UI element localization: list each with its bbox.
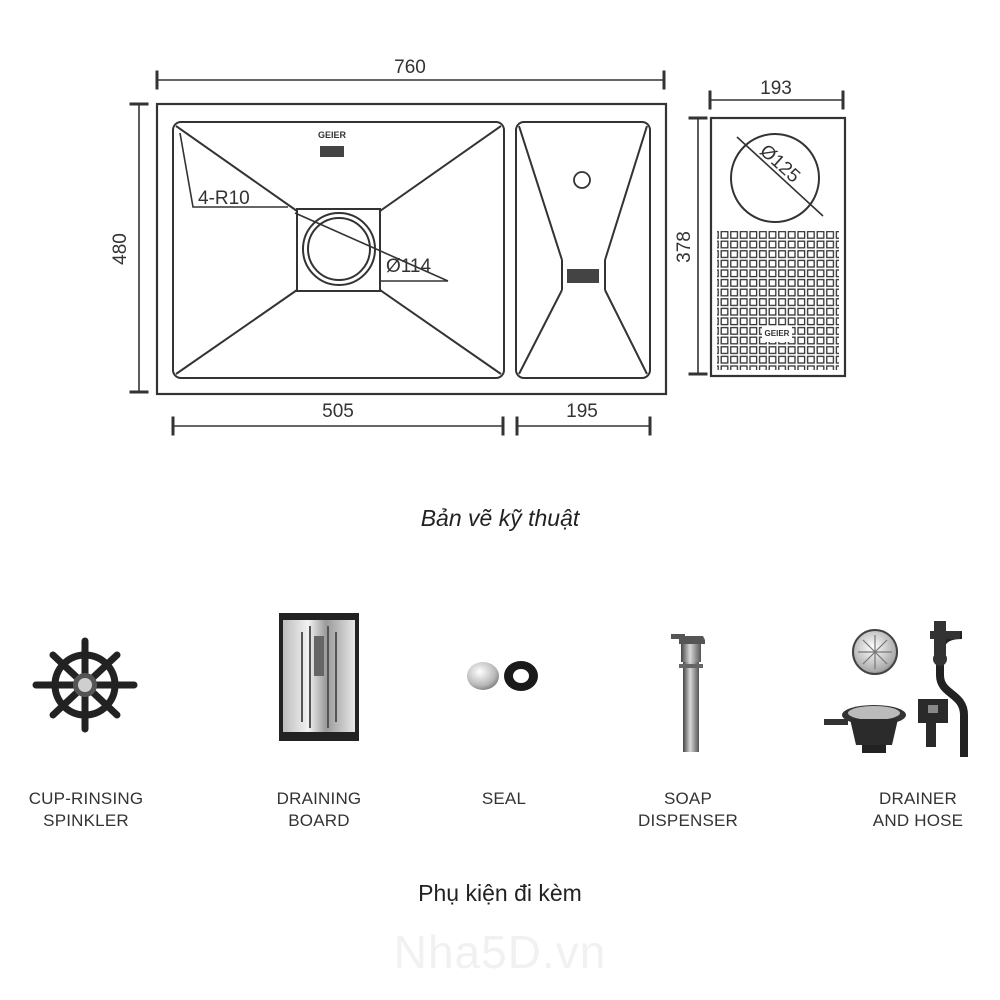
main-bowl-logo: GEIER [318, 130, 347, 157]
main-drain-outer [302, 212, 376, 286]
svg-text:GEIER: GEIER [318, 130, 347, 140]
drawing-caption: Bản vẽ kỹ thuật [420, 505, 580, 531]
dim-board-hole: Ø125 [755, 141, 804, 188]
main-drain-square [296, 208, 381, 292]
drainer-and-hose-icon [824, 621, 968, 757]
dim-378: 378 [674, 231, 695, 263]
main-bowl [172, 121, 505, 379]
main-drain-inner [307, 217, 371, 281]
small-bowl [515, 121, 651, 379]
dim-corner-radius: 4-R10 [198, 188, 250, 209]
dim-195: 195 [566, 401, 598, 422]
dim-drain-diameter: Ø114 [386, 256, 432, 277]
draining-board-icon [279, 613, 359, 741]
accessory-label-seal: SEAL [481, 789, 527, 808]
dim-505: 505 [322, 401, 354, 422]
seal-icon [467, 661, 538, 691]
small-drain-slot [567, 269, 599, 283]
draining-board-drawing: GEIER [709, 116, 847, 378]
dim-193: 193 [760, 78, 792, 99]
accessories-caption: Phụ kiện đi kèm [418, 880, 582, 906]
dim-480: 480 [110, 233, 131, 265]
drain-diameter-leader [294, 212, 449, 282]
cup-rinsing-sprinkler-icon [32, 637, 138, 733]
corner-radius-leader [179, 132, 288, 208]
soap-dispenser-icon [671, 634, 705, 752]
svg-text:GEIER: GEIER [765, 329, 790, 338]
tap-hole [573, 171, 591, 189]
sink-outline [155, 102, 668, 396]
watermark: Nha5D.vn [393, 926, 607, 978]
dim-760: 760 [394, 57, 426, 78]
technical-drawing: GEIER GEIER 760 480 505 195 193 378 4-R1… [110, 57, 847, 436]
